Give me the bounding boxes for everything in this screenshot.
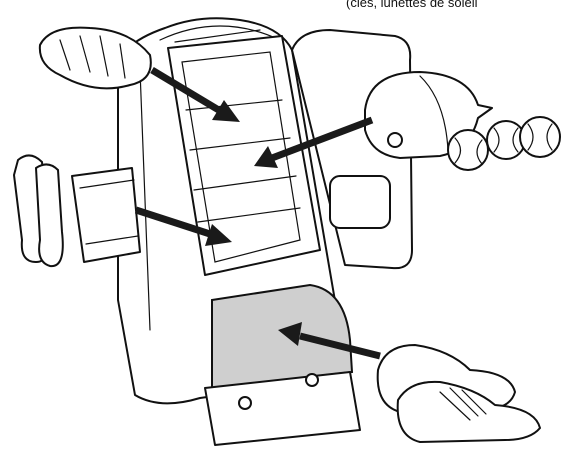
towel-icon xyxy=(71,167,141,263)
baseballs-icon xyxy=(447,116,561,171)
caption-text: (clés, lunettes de soleil xyxy=(346,0,478,10)
main-compartment xyxy=(167,35,321,276)
arrow-helmet xyxy=(254,116,374,168)
arrow-cleats xyxy=(278,322,381,360)
socks-icon xyxy=(13,154,64,268)
baseball-glove-icon xyxy=(38,26,152,90)
arrow-glove xyxy=(150,66,240,122)
arrows xyxy=(134,66,381,360)
arrow-towel xyxy=(134,206,232,246)
shoe-compartment xyxy=(204,283,361,446)
cleats-icon xyxy=(376,344,541,443)
